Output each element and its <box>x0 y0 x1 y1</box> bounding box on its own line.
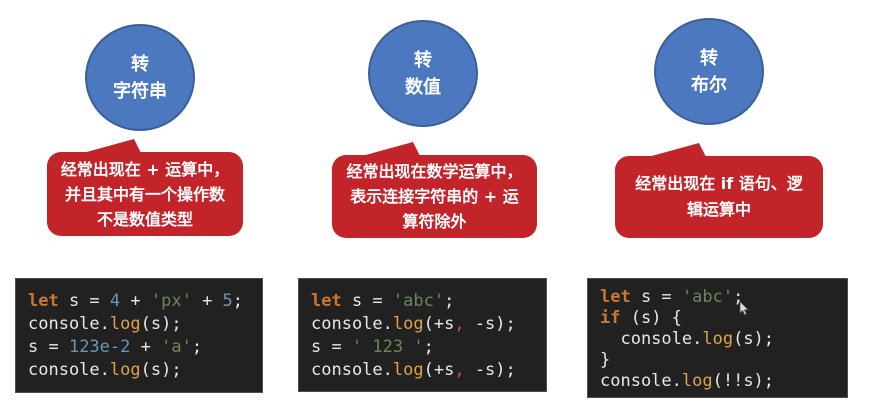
circle-label-line2: 字符串 <box>113 80 167 102</box>
code-line: console.log(+s, -s); <box>311 360 516 380</box>
circle-label-line1: 转 <box>414 49 432 71</box>
callout-convert-string: 经常出现在 + 运算中， 并且其中有一个操作数 不是数值类型 <box>47 139 243 236</box>
circle-convert-number: 转 数值 <box>368 20 478 127</box>
callout-text-line: 经常出现在 if 语句、逻 <box>635 174 803 193</box>
callout-text-line: 并且其中有一个操作数 <box>64 184 225 204</box>
callout-text-line: 辑运算中 <box>686 200 751 219</box>
code-line: console.log(!!s); <box>600 371 775 391</box>
callout-text-line: 不是数值类型 <box>96 209 193 229</box>
circle-label-line1: 转 <box>131 53 149 75</box>
circle-convert-boolean: 转 布尔 <box>654 18 764 125</box>
code-line: let s = 4 + 'px' + 5; <box>28 291 244 311</box>
code-line: console.log(s); <box>28 314 182 334</box>
circle-label-line2: 布尔 <box>691 74 727 96</box>
code-block-string-conversion: let s = 4 + 'px' + 5; console.log(s); s = … <box>15 278 263 393</box>
circle-convert-string: 转 字符串 <box>85 24 195 131</box>
callout-text-line: 表示连接字符串的 + 运 <box>350 187 519 206</box>
code-line: console.log(s); <box>600 329 775 349</box>
callout-convert-number: 经常出现在数学运算中， 表示连接字符串的 + 运 算符除外 <box>332 142 537 238</box>
callout-tail-icon <box>648 143 706 157</box>
code-line: } <box>600 350 611 370</box>
callout-convert-boolean: 经常出现在 if 语句、逻 辑运算中 <box>615 143 823 238</box>
code-block-number-conversion: let s = 'abc'; console.log(+s, -s); s = ' … <box>298 278 547 392</box>
code-line: console.log(s); <box>28 360 182 380</box>
callout-tail-icon <box>83 139 141 153</box>
code-line: s = 123e-2 + 'a'; <box>28 337 203 357</box>
circle-label-line1: 转 <box>700 47 718 69</box>
code-line: if (s) { <box>600 308 682 328</box>
circle-label-line2: 数值 <box>405 76 441 98</box>
code-line: let s = 'abc'; <box>600 287 744 307</box>
callout-text-line: 算符除外 <box>402 212 467 231</box>
code-line: console.log(+s, -s); <box>311 314 516 334</box>
code-line: s = ' 123 '; <box>311 337 434 357</box>
code-line: let s = 'abc'; <box>311 291 455 311</box>
code-block-boolean-conversion: let s = 'abc';if (s) { console.log(s);}c… <box>587 278 848 398</box>
callout-text-line: 经常出现在 + 运算中， <box>60 159 230 179</box>
callout-text-line: 经常出现在数学运算中， <box>346 162 523 181</box>
callout-tail-icon <box>362 142 420 156</box>
